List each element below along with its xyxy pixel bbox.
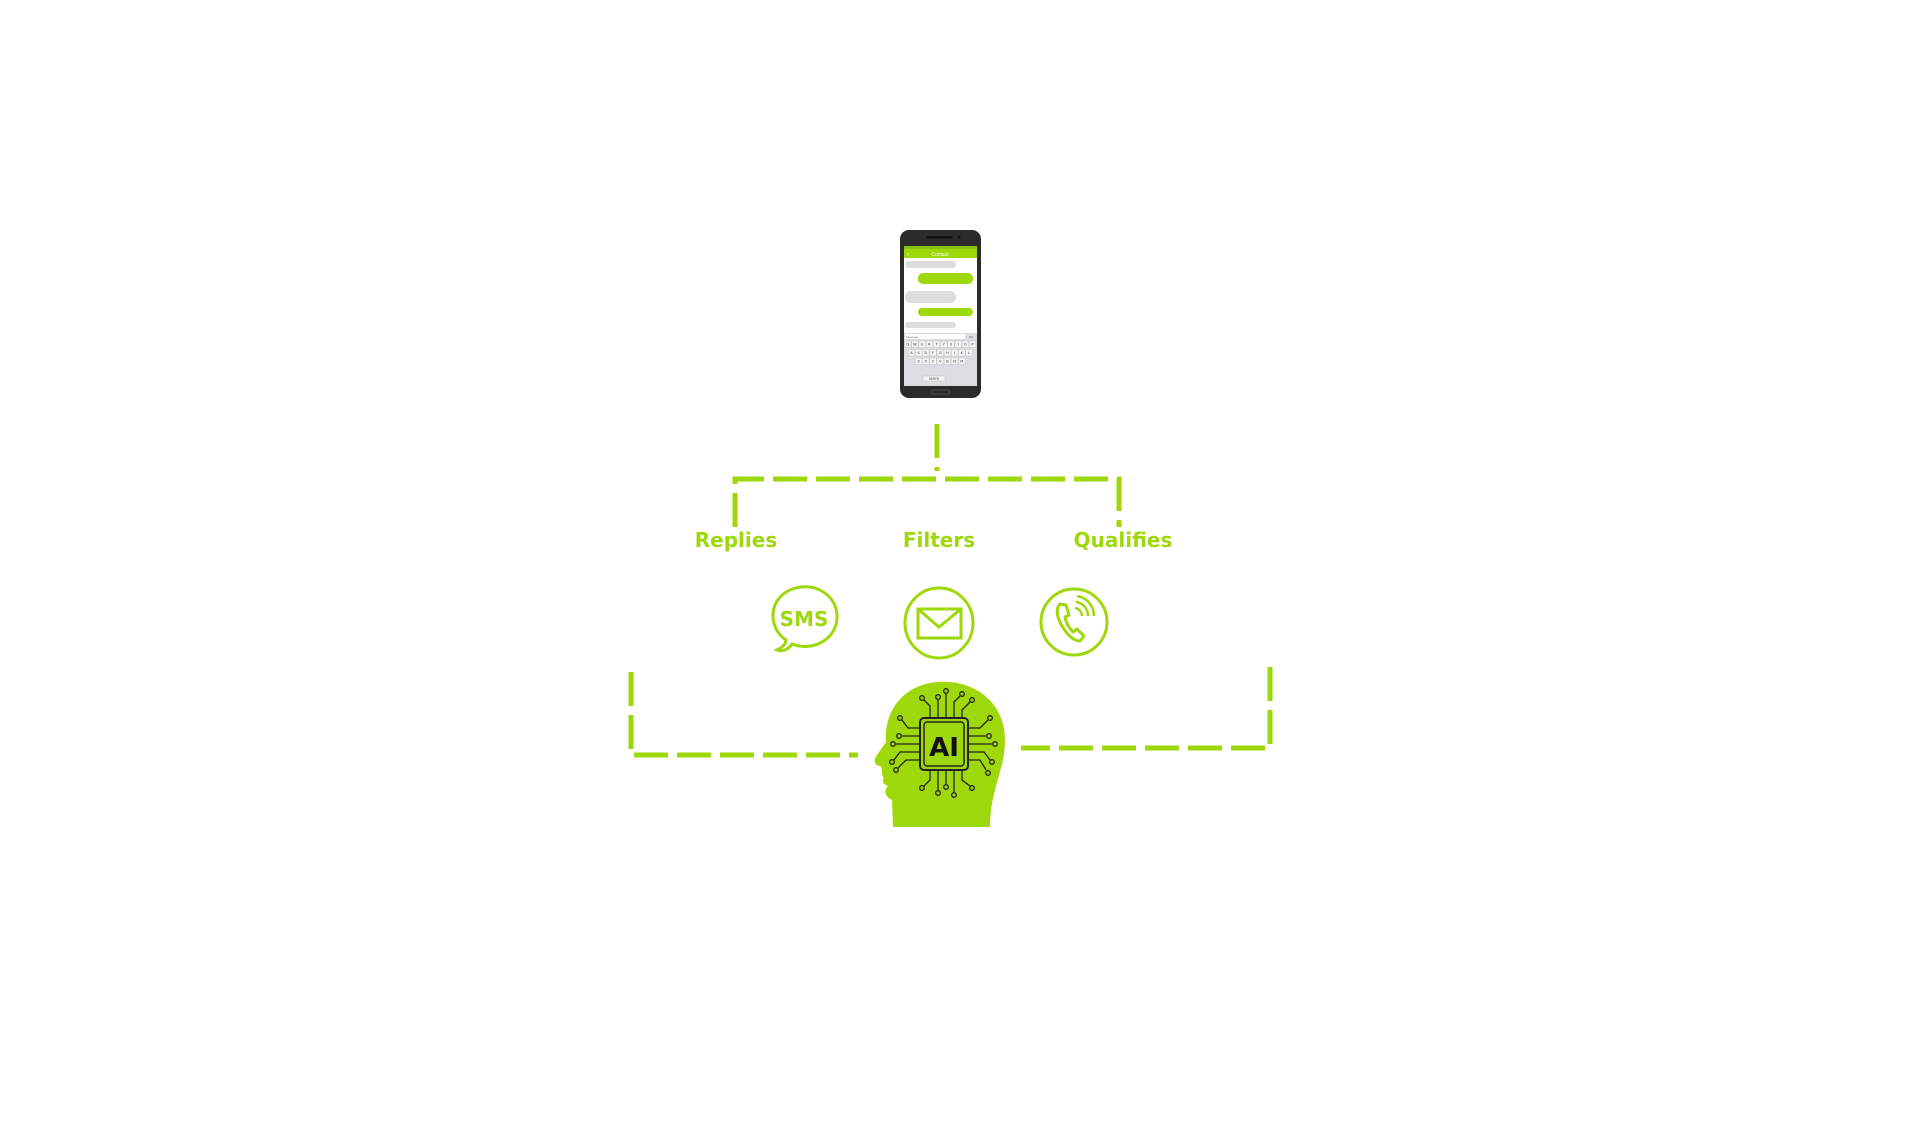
keyboard-key-label: E	[921, 343, 923, 347]
envelope-icon	[903, 586, 975, 660]
connector-right-bracket	[1021, 667, 1273, 751]
keyboard-key[interactable]	[958, 349, 966, 357]
keyboard-key[interactable]	[918, 340, 926, 348]
circuit-traces-icon	[889, 688, 998, 798]
keyboard-key[interactable]	[951, 349, 959, 357]
keyboard-key-label: K	[961, 351, 964, 355]
keyboard-key-label: U	[950, 343, 953, 347]
message-bubble-received	[905, 322, 956, 328]
space-key-label: space	[929, 377, 939, 381]
keyboard-key[interactable]	[961, 340, 969, 348]
keyboard-key-label: M	[960, 360, 963, 364]
keyboard-key-label: Q	[906, 343, 909, 347]
keyboard-key[interactable]	[940, 340, 948, 348]
connector-left-bracket	[628, 672, 858, 758]
keyboard-key[interactable]	[954, 340, 962, 348]
keyboard-key[interactable]	[947, 340, 955, 348]
keyboard-key[interactable]	[922, 357, 930, 365]
space-key[interactable]	[922, 375, 946, 382]
keyboard-key[interactable]	[951, 357, 959, 365]
keyboard-key[interactable]	[933, 340, 941, 348]
message-bubble-sent	[918, 308, 973, 316]
keyboard-key[interactable]	[969, 340, 977, 348]
keyboard-key[interactable]	[922, 349, 930, 357]
keyboard-key[interactable]	[936, 357, 944, 365]
keyboard-key-label: Y	[943, 343, 946, 347]
keyboard-key-label: Z	[917, 360, 920, 364]
ai-chip-text: AI	[929, 733, 959, 763]
keyboard-key[interactable]	[915, 349, 923, 357]
message-input-placeholder: Message...	[906, 335, 921, 339]
keyboard-key[interactable]	[943, 349, 951, 357]
home-button	[930, 389, 951, 395]
message-bubble-received	[905, 261, 956, 268]
keyboard-key[interactable]	[929, 349, 937, 357]
keyboard-key-label: L	[968, 351, 970, 355]
keyboard-key[interactable]	[958, 357, 966, 365]
keyboard-key-label: I	[958, 343, 959, 347]
chat-header	[904, 249, 977, 258]
keyboard-key-label: G	[939, 351, 942, 355]
chat-header-title: Contact	[931, 252, 949, 258]
phone-call-icon	[1039, 587, 1109, 657]
send-button[interactable]: OK	[969, 335, 973, 339]
message-bubble-received	[905, 291, 956, 303]
connector-branch	[732, 476, 1122, 527]
keyboard-key-label: R	[928, 343, 931, 347]
keyboard-key-label: S	[917, 351, 920, 355]
message-input[interactable]	[905, 334, 965, 339]
keyboard-key-label: B	[946, 360, 949, 364]
keyboard-key[interactable]	[929, 357, 937, 365]
keyboard-key-label: D	[924, 351, 927, 355]
message-bubble-sent	[918, 273, 973, 284]
keyboard-key[interactable]	[936, 349, 944, 357]
label-filters: Filters	[903, 528, 975, 552]
keyboard-key[interactable]	[915, 357, 923, 365]
sms-text: SMS	[780, 607, 829, 631]
sms-bubble-icon: SMS	[771, 585, 839, 653]
label-qualifies: Qualifies	[1074, 528, 1173, 552]
keyboard-key[interactable]	[943, 357, 951, 365]
keyboard-key-label: J	[953, 351, 955, 355]
keyboard-key-label: W	[913, 343, 917, 347]
keyboard-key-label: H	[946, 351, 949, 355]
keyboard-key-label: P	[972, 343, 974, 347]
keyboard-key[interactable]	[965, 349, 973, 357]
keyboard-key[interactable]	[911, 340, 919, 348]
ai-head-icon: AI	[874, 681, 1005, 827]
keyboard-key-label: X	[925, 360, 928, 364]
keyboard-key-label: N	[953, 360, 956, 364]
keyboard-key-label: T	[935, 343, 939, 347]
keyboard-key-label: C	[932, 360, 935, 364]
ai-chip	[919, 717, 969, 771]
back-arrow-icon: ‹	[907, 252, 909, 258]
keyboard-key[interactable]	[925, 340, 933, 348]
keyboard-key[interactable]	[904, 340, 912, 348]
keyboard-key-label: V	[939, 360, 942, 364]
label-replies: Replies	[695, 528, 777, 552]
keyboard-key-label: A	[910, 351, 913, 355]
keyboard-key-label: F	[932, 351, 934, 355]
keyboard-key[interactable]	[907, 349, 915, 357]
keyboard-key-label: O	[964, 343, 967, 347]
